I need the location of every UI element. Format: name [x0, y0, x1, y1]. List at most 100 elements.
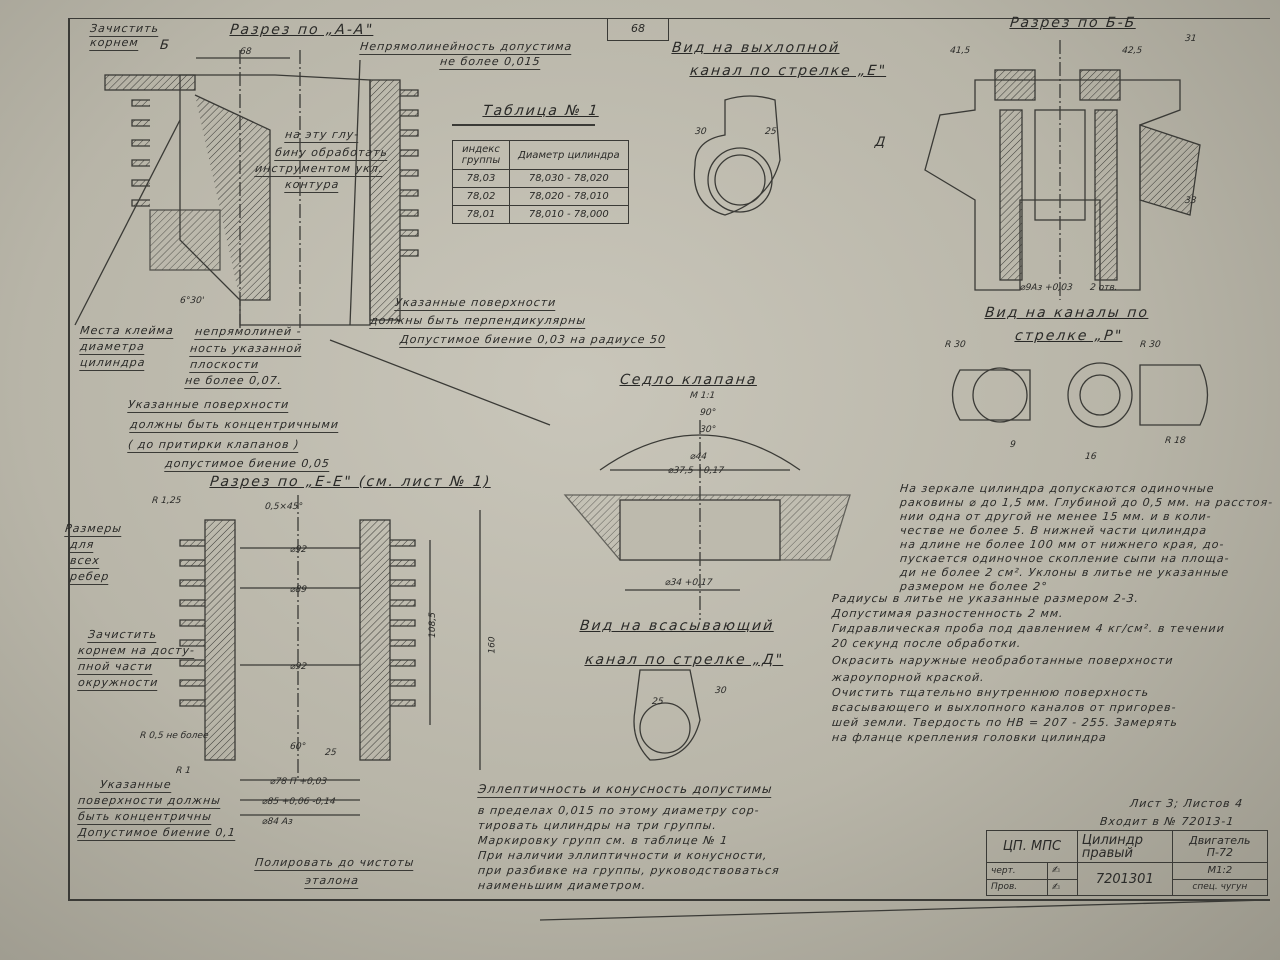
channels-dim-16: 16 [1084, 452, 1097, 462]
note-line: раковины ⌀ до 1,5 мм. Глубиной до 0,5 мм… [899, 496, 1274, 509]
ee-dim-r1: R 1 [175, 766, 192, 776]
ee-concentric-2: поверхности должны [77, 794, 222, 809]
table-cell: 78,030 - 78,020 [509, 169, 629, 188]
assembly-name-1: Двигатель [1189, 833, 1251, 847]
ee-dim-25: 25 [324, 748, 337, 758]
ee-dim-78: ⌀78 П +0,03 [269, 777, 328, 787]
note-line: Окрасить наружные необработанные поверхн… [831, 654, 1175, 667]
note-line: Радиусы в литье не указанные размером 2-… [831, 592, 1140, 605]
flatness-note-2: ность указанной [189, 342, 303, 357]
depth-note-4: контура [284, 178, 341, 193]
table-cell: 78,020 - 78,010 [509, 187, 629, 206]
section-bb-drawing [924, 69, 1201, 291]
fin-note-3: всех [69, 554, 101, 569]
ee-radius-note: R 0,5 не более [139, 731, 209, 741]
fin-note-1: Размеры [64, 522, 123, 537]
exhaust-dim-30: 30 [694, 127, 707, 137]
exhaust-view-title-2: канал по стрелке „Е" [689, 63, 888, 79]
section-aa-drawing [74, 50, 551, 426]
fin-note-2: для [69, 538, 96, 553]
valve-seat-drawing [563, 420, 851, 620]
ellipticity-line: При наличии эллиптичности и конусности, [477, 849, 769, 862]
table-cell: 78,01 [452, 205, 510, 224]
ee-dim-92b: ⌀92 [289, 662, 308, 672]
part-name-1: Цилиндр [1081, 832, 1143, 848]
bb-dim-4: 33 [1184, 196, 1197, 206]
note-line: всасывающего и выхлопного каналов от при… [831, 701, 1178, 714]
polish-note-1: Полировать до чистоты [254, 856, 416, 871]
depth-note-3: инструментом укл. [254, 162, 384, 177]
concentric-note-3: ( до притирки клапанов ) [127, 438, 301, 453]
fin-note-4: ребер [69, 570, 111, 585]
note-line: нии одна от другой не менее 15 мм. и в к… [899, 510, 1213, 523]
table-cell: 78,02 [452, 187, 510, 206]
ee-dim-160: 160 [487, 636, 498, 654]
material: спец. чугун [1171, 878, 1269, 896]
channels-dim-r18: R 18 [1164, 436, 1187, 446]
exhaust-dim-25: 25 [764, 127, 777, 137]
bb-dim-6: ⌀9Аз +0,03 [1019, 283, 1074, 293]
ee-concentric-3: быть концентричны [77, 810, 213, 825]
page-number: 68 [607, 18, 669, 41]
assembly-ref: Входит в № 72013-1 [1099, 815, 1236, 828]
ee-clean-1: Зачистить [87, 628, 158, 643]
ee-clean-4: окружности [77, 676, 160, 691]
ellipticity-title: Эллептичность и конусность допустимы [477, 782, 774, 798]
ee-concentric-1: Указанные [99, 778, 173, 793]
intake-title-2: канал по стрелке „Д" [584, 652, 785, 668]
seat-dim-30: 30° [699, 425, 717, 435]
depth-note-1: на эту глу- [284, 128, 360, 143]
note-line: На зеркале цилиндра допускаются одиночны… [899, 482, 1216, 495]
ee-dim-85: ⌀85 +0,06 -0,14 [261, 797, 336, 807]
note-line: на длине не более 100 мм от нижнего края… [899, 538, 1226, 551]
ee-concentric-4: Допустимое биение 0,1 [77, 826, 237, 841]
section-mark-b: Б [159, 38, 171, 53]
seat-dim-37: ⌀37,5 +0,17 [667, 466, 725, 476]
clean-note-line-2: корнем [89, 36, 140, 51]
ee-dim-92a: ⌀92 [289, 545, 308, 555]
bb-dim-2: 42,5 [1121, 46, 1143, 56]
scale: М1:2 [1171, 862, 1269, 880]
ee-dim-89: ⌀89 [289, 585, 308, 595]
note-line: шей земли. Твердость по НВ = 207 - 255. … [831, 716, 1179, 729]
arrow-mark-d: Д [874, 135, 887, 150]
ellipticity-line: тировать цилиндры на три группы. [477, 819, 718, 832]
bb-dim-1: 41,5 [949, 46, 971, 56]
exhaust-view-drawing [693, 95, 781, 216]
seat-dim-44: ⌀44 [689, 452, 708, 462]
section-bb-title: Разрез по Б-Б [1009, 15, 1138, 31]
drawn-signature: ✍ [1046, 862, 1078, 880]
polish-note-2: эталона [304, 874, 360, 889]
ellipticity-line: Маркировку групп см. в таблице № 1 [477, 834, 729, 847]
note-line: Гидравлическая проба под давлением 4 кг/… [831, 622, 1226, 635]
concentric-note-2: должны быть концентричными [129, 418, 340, 433]
table1-title: Таблица № 1 [482, 103, 601, 119]
flatness-note-1: непрямолиней - [194, 325, 303, 340]
ee-clean-2: корнем на досту- [77, 644, 196, 659]
stamp-note-2: диаметра [79, 340, 146, 355]
channels-dim-r30a: R 30 [944, 340, 967, 350]
bb-dim-3: 31 [1184, 34, 1197, 44]
note-line: пускается одиночное скопление сыпи на пл… [899, 552, 1231, 565]
straightness-note-line-1: Непрямолинейность допустима [359, 40, 573, 55]
note-line: жароупорной краской. [831, 671, 986, 684]
intake-title-1: Вид на всасывающий [579, 618, 776, 634]
note-line: Допустимая разностенность 2 мм. [831, 607, 1065, 620]
assembly-name-2: П-72 [1206, 845, 1233, 859]
angle-dim: 6°30' [179, 296, 205, 306]
channels-view-drawing [951, 362, 1209, 428]
seat-dim-90: 90° [699, 408, 717, 418]
note-line: Очистить тщательно внутреннюю поверхност… [831, 686, 1150, 699]
channels-dim-r30b: R 30 [1139, 340, 1162, 350]
ee-dim-60: 60° [289, 742, 307, 752]
dim-68: 68 [239, 47, 252, 57]
intake-dim-30: 30 [714, 686, 727, 696]
section-ee-title: Разрез по „Е-Е" (см. лист № 1) [209, 474, 493, 490]
ellipticity-line: наименьшим диаметром. [477, 879, 647, 892]
seat-dim-34: ⌀34 +0,17 [664, 578, 713, 588]
